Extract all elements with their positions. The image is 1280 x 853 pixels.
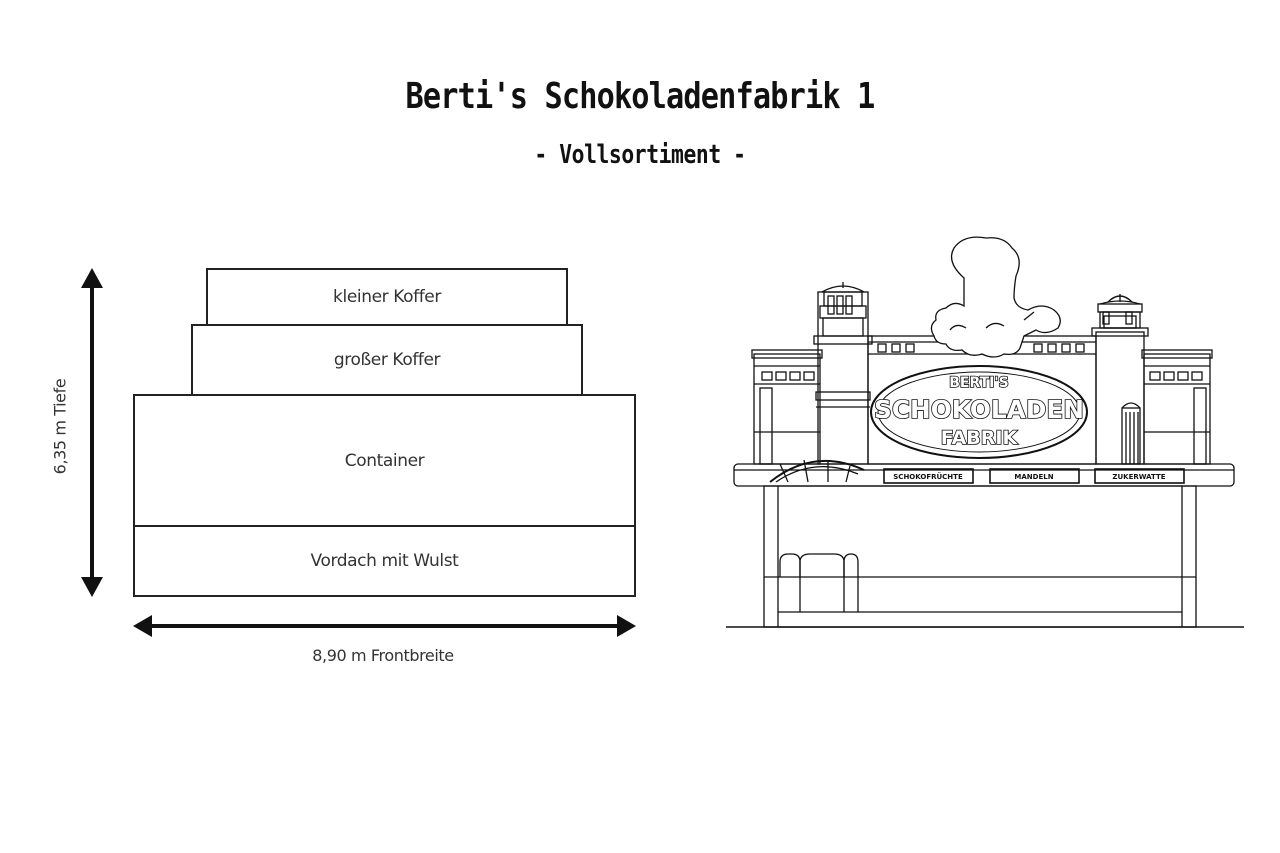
depth-label: 6,35 m Tiefe: [50, 378, 70, 475]
counter-ledge: SCHOKOFRÜCHTE MANDELN ZUKERWATTE: [733, 459, 1235, 487]
width-label: 8,90 m Frontbreite: [312, 646, 454, 665]
page-title: Berti's Schokoladenfabrik 1: [405, 76, 876, 117]
module-container: Container: [133, 394, 636, 527]
left-wing: [751, 349, 823, 465]
booth-front-view: SCHOKOFRÜCHTE MANDELN ZUKERWATTE: [726, 236, 1244, 628]
module-label: Container: [344, 450, 425, 471]
right-tower: [1091, 294, 1149, 465]
sign-schokofruechte: SCHOKOFRÜCHTE: [893, 472, 963, 481]
logo-line-1: BERTI'S: [949, 375, 1009, 391]
width-arrow: [133, 615, 636, 637]
sign-mandeln: MANDELN: [1014, 473, 1053, 481]
right-wing: [1141, 349, 1213, 465]
module-label: großer Koffer: [333, 350, 441, 370]
page-subtitle: - Vollsortiment -: [534, 140, 746, 170]
module-label: kleiner Koffer: [333, 287, 441, 307]
sign-zukerwatte: ZUKERWATTE: [1112, 473, 1165, 481]
stand-body: [763, 485, 1197, 628]
module-grosser-koffer: großer Koffer: [191, 324, 583, 396]
chef-hat-mascot: [930, 236, 1061, 358]
logo-line-3: FABRIK: [941, 427, 1019, 449]
logo-sign: BERTI'S SCHOKOLADEN FABRIK: [870, 365, 1088, 459]
left-tower: [813, 282, 873, 465]
logo-line-2: SCHOKOLADEN: [874, 395, 1084, 424]
module-vordach: Vordach mit Wulst: [133, 525, 636, 597]
module-label: Vordach mit Wulst: [310, 551, 459, 571]
dimension-arrows: [81, 268, 636, 637]
depth-arrow: [81, 268, 103, 597]
module-kleiner-koffer: kleiner Koffer: [206, 268, 568, 326]
